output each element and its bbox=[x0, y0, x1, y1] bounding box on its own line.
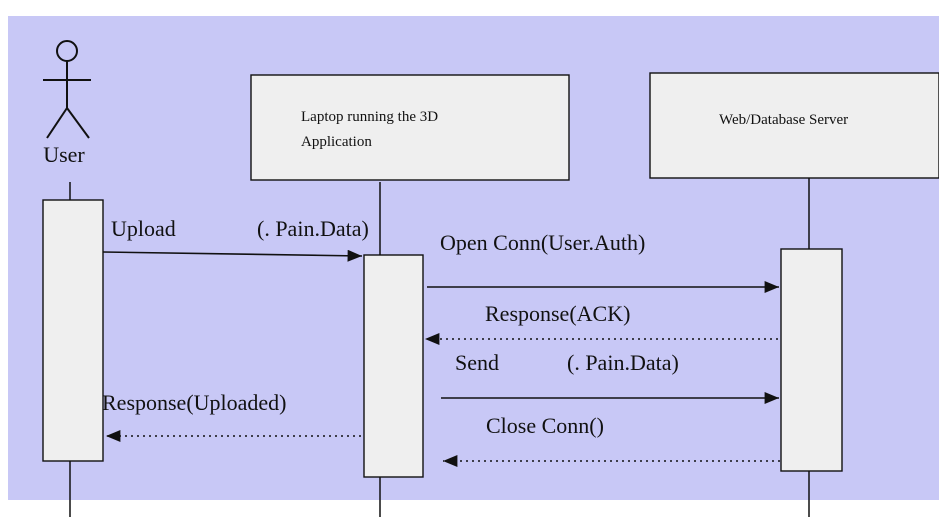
message-close-conn-label: Close Conn() bbox=[486, 413, 604, 438]
laptop-activation-bar bbox=[363, 254, 424, 478]
participant-laptop-box bbox=[250, 74, 570, 181]
server-activation-bar bbox=[780, 248, 843, 472]
actor-label: User bbox=[43, 142, 85, 167]
participant-server-label: Web/Database Server bbox=[719, 112, 848, 128]
message-open-conn-label: Open Conn(User.Auth) bbox=[440, 230, 645, 255]
user-actor-icon bbox=[43, 40, 91, 139]
user-activation-bar bbox=[42, 199, 104, 462]
message-upload-label: Upload bbox=[111, 216, 176, 241]
message-response-ack-label: Response(ACK) bbox=[485, 301, 630, 326]
participant-laptop-label-line2: Application bbox=[301, 134, 372, 150]
message-send-label: Send bbox=[455, 350, 499, 375]
participant-server-box bbox=[649, 72, 939, 179]
message-upload-arrow bbox=[102, 249, 363, 262]
participant-laptop-label-line1: Laptop running the 3D bbox=[301, 109, 438, 125]
message-response-uploaded-label: Response(Uploaded) bbox=[102, 390, 287, 415]
message-upload-payload: (. Pain.Data) bbox=[257, 216, 369, 241]
message-send-payload: (. Pain.Data) bbox=[567, 350, 679, 375]
